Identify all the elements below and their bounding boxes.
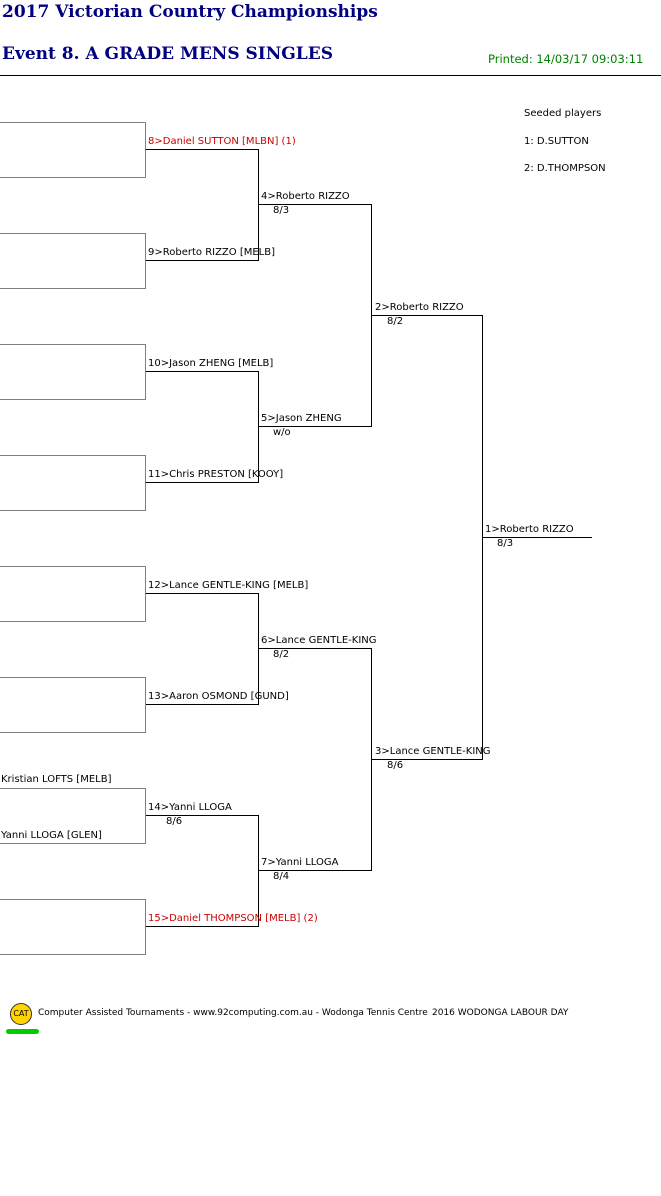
round2-player: 14>Yanni LLOGA: [148, 802, 232, 813]
semifinal-winner: 2>Roberto RIZZO: [375, 302, 464, 313]
round2-player: 9>Roberto RIZZO [MELB]: [148, 247, 276, 258]
round2-player: 11>Chris PRESTON [KOOY]: [148, 469, 284, 480]
quarterfinal-winner: 4>Roberto RIZZO: [261, 191, 350, 202]
round2-player-seeded: 8>Daniel SUTTON [MLBN] (1): [148, 136, 296, 147]
quarterfinal-score: 8/4: [273, 871, 290, 882]
footer-event: 2016 WODONGA LABOUR DAY: [432, 1008, 569, 1018]
champion: 1>Roberto RIZZO: [485, 524, 574, 535]
quarterfinal-winner: 7>Yanni LLOGA: [261, 857, 339, 868]
round2-player: 10>Jason ZHENG [MELB]: [148, 358, 274, 369]
header-divider: [0, 75, 661, 76]
quarterfinal-winner: 6>Lance GENTLE-KING: [261, 635, 377, 646]
semifinal-score: 8/6: [387, 760, 404, 771]
round1-player: Kristian LOFTS [MELB]: [1, 774, 112, 785]
round2-player: 13>Aaron OSMOND [GUND]: [148, 691, 289, 702]
seeded-player-2: 2: D.THOMPSON: [524, 163, 606, 174]
championship-title: 2017 Victorian Country Championships: [2, 2, 378, 22]
round2-score: 8/6: [166, 816, 183, 827]
final-line: [483, 537, 592, 538]
quarterfinal-winner: 5>Jason ZHENG: [261, 413, 342, 424]
printed-timestamp: Printed: 14/03/17 09:03:11: [488, 52, 644, 66]
round2-player-seeded: 15>Daniel THOMPSON [MELB] (2): [148, 913, 318, 924]
logo-underline: [6, 1029, 39, 1034]
final-score: 8/3: [497, 538, 514, 549]
footer-credit: Computer Assisted Tournaments - www.92co…: [38, 1008, 428, 1018]
seeded-player-1: 1: D.SUTTON: [524, 136, 589, 147]
round1-player: Yanni LLOGA [GLEN]: [1, 830, 102, 841]
round2-player: 12>Lance GENTLE-KING [MELB]: [148, 580, 309, 591]
semifinal-score: 8/2: [387, 316, 404, 327]
event-title: Event 8. A GRADE MENS SINGLES: [2, 44, 333, 64]
quarterfinal-score: w/o: [273, 427, 291, 438]
quarterfinal-score: 8/2: [273, 649, 290, 660]
seeded-heading: Seeded players: [524, 108, 602, 119]
semifinal-winner: 3>Lance GENTLE-KING: [375, 746, 491, 757]
quarterfinal-score: 8/3: [273, 205, 290, 216]
cat-logo: CAT: [10, 1003, 32, 1025]
